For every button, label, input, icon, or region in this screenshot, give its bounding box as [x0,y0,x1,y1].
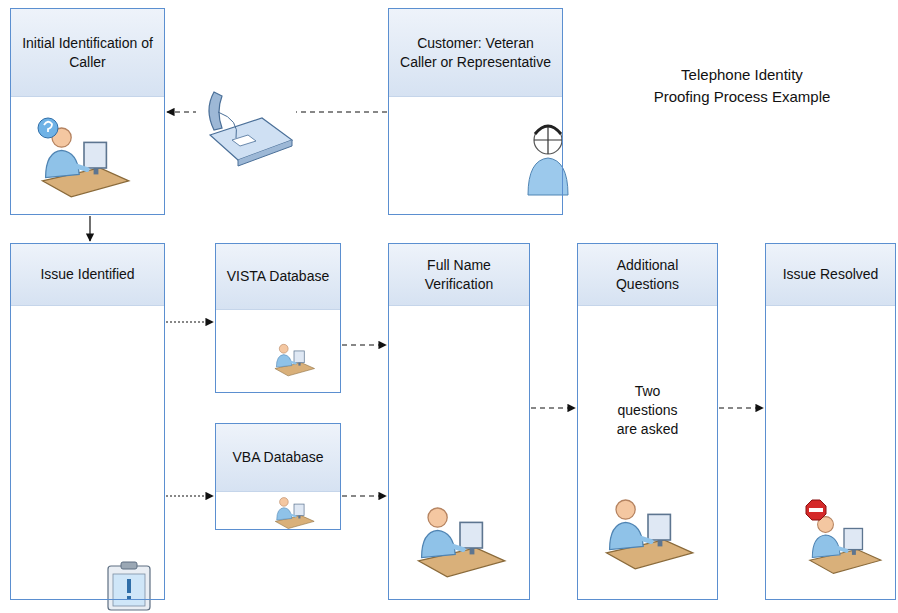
box-header: VBA Database [216,424,340,492]
process-box: Full Name Verification [388,243,530,600]
box-body [216,492,340,528]
telephone-icon [196,82,296,166]
flow-connector [342,344,386,345]
box-heading: VBA Database [232,448,323,467]
box-heading: Customer: Veteran Caller or Representati… [397,34,554,72]
operator-icon [806,500,881,573]
process-box: VBA Database [215,423,341,530]
box-header: Issue Identified [11,244,164,306]
box-heading: Issue Identified [40,265,134,284]
box-body-text: Two questions are asked [607,382,689,598]
clipboard-icon [108,562,150,610]
process-box: Initial Identification of Caller [10,8,165,215]
flow-connector [166,321,213,322]
box-header: Additional Questions [578,244,717,306]
flow-connector [89,216,90,241]
customer-icon [528,126,568,195]
box-heading: Issue Resolved [783,265,879,284]
flow-connector [531,407,575,408]
operator-icon [275,498,314,529]
flow-connector [719,407,763,408]
box-heading: Initial Identification of Caller [19,34,156,72]
process-box: VISTA Database [215,243,341,393]
box-body [389,97,562,213]
box-heading: VISTA Database [227,267,329,286]
process-box: Issue Resolved [765,243,896,600]
box-body [11,97,164,213]
diagram-title: Telephone Identity Proofing Process Exam… [652,64,832,108]
box-body: Two questions are asked [578,306,717,598]
process-box: Issue Identified [10,243,165,600]
operator-icon [418,508,504,577]
box-body [216,310,340,391]
operator-icon [38,118,129,197]
box-body [766,306,895,598]
box-body [389,306,529,598]
box-header: VISTA Database [216,244,340,310]
box-header: Issue Resolved [766,244,895,306]
process-box: Customer: Veteran Caller or Representati… [388,8,563,215]
box-header: Customer: Veteran Caller or Representati… [389,9,562,97]
box-heading: Full Name Verification [397,256,521,294]
box-header: Full Name Verification [389,244,529,306]
operator-icon [606,500,692,569]
flow-connector [342,495,386,496]
box-header: Initial Identification of Caller [11,9,164,97]
process-box: Additional QuestionsTwo questions are as… [577,243,718,600]
box-heading: Additional Questions [586,256,709,294]
operator-icon [275,344,315,376]
flow-connector [166,495,213,496]
box-body [11,306,164,598]
